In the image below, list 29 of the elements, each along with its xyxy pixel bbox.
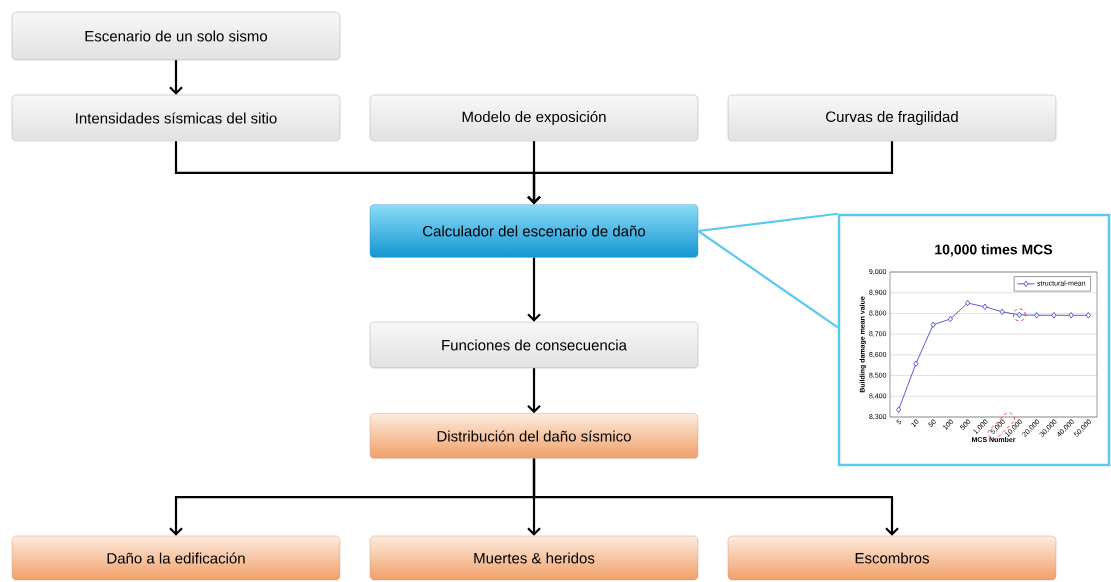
callout-line [697,212,839,329]
point [1051,312,1057,319]
result-box: Distribución del daño sísmico [369,413,699,459]
arrow [527,368,541,414]
result-box: Muertes & heridos [369,535,699,581]
result-box: Daño a la edificación [11,535,341,581]
chart-panel [837,213,1111,467]
point [913,360,919,367]
arrow [527,257,541,322]
point [930,321,936,329]
process-box: Calculador del escenario de daño [369,204,699,258]
result-box: Escombros [727,535,1057,581]
point [982,303,988,310]
process-box: Escenario de un solo sismo [11,11,341,61]
process-box: Curvas de fragilidad [727,94,1057,142]
point [896,406,902,413]
chart-title: 10,000 times MCS [935,244,1053,257]
point [1068,312,1074,319]
point [1085,312,1091,319]
arrow [169,60,183,95]
point [965,299,971,307]
point [947,315,953,323]
arrow [532,458,899,536]
point [1034,312,1040,319]
process-box: Intensidades sísmicas del sitio [11,94,341,142]
arrow [527,141,894,205]
process-box: Modelo de exposición [369,94,699,142]
process-box: Funciones de consecuencia [369,321,699,369]
point [999,308,1005,315]
